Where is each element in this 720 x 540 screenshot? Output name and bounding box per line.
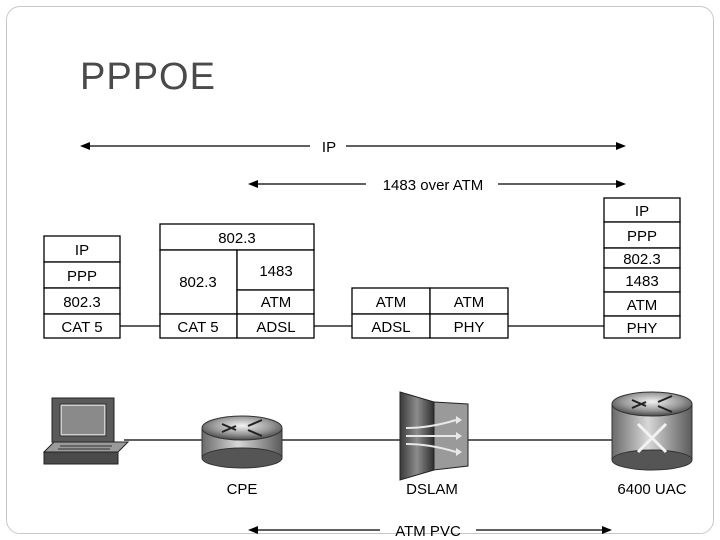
stack-layer bbox=[351, 313, 431, 339]
cpe-layer-8023-top: 802.3 bbox=[218, 230, 256, 247]
uac-protocol-stack: IP PPP 802.3 1483 ATM PHY bbox=[603, 197, 681, 339]
stack-layer bbox=[43, 235, 121, 263]
uac-layer-phy: PHY bbox=[627, 320, 658, 337]
dslam-layer-phy: PHY bbox=[454, 319, 485, 336]
stack-layer bbox=[603, 221, 681, 249]
cpe-layer-1483: 1483 bbox=[259, 263, 292, 280]
cpe-device-label: CPE bbox=[227, 481, 258, 498]
uac-layer-atm: ATM bbox=[627, 297, 658, 314]
stack-layer bbox=[43, 313, 121, 339]
stack-layer bbox=[159, 223, 315, 251]
uac-layer-ppp: PPP bbox=[627, 228, 657, 245]
dslam-layer-atm-right: ATM bbox=[454, 294, 485, 311]
atm-pvc-label: ATM PVC bbox=[395, 523, 461, 540]
pc-layer-8023: 802.3 bbox=[63, 294, 101, 311]
pc-protocol-stack: IP PPP 802.3 CAT 5 bbox=[43, 235, 121, 339]
dslam-protocol-stack: ATM ATM ADSL PHY bbox=[351, 287, 509, 339]
dslam-layer-atm-left: ATM bbox=[376, 294, 407, 311]
uac-layer-1483: 1483 bbox=[625, 273, 658, 290]
cpe-protocol-stack: 802.3 802.3 1483 ATM CAT 5 ADSL bbox=[159, 223, 315, 339]
rfc1483-span-arrow: 1483 over ATM bbox=[248, 177, 626, 194]
stack-layer bbox=[603, 315, 681, 339]
uac-router-icon: 6400 UAC bbox=[611, 391, 693, 498]
stack-layer bbox=[603, 197, 681, 223]
uac-device-label: 6400 UAC bbox=[617, 481, 686, 498]
pc-layer-cat5: CAT 5 bbox=[61, 319, 102, 336]
stack-layer bbox=[236, 249, 315, 291]
dslam-layer-adsl: ADSL bbox=[371, 319, 410, 336]
dslam-device-label: DSLAM bbox=[406, 481, 458, 498]
uac-layer-ip: IP bbox=[635, 203, 649, 220]
pc-computer-icon bbox=[42, 397, 130, 465]
ip-span-label: IP bbox=[322, 139, 336, 156]
cpe-layer-adsl: ADSL bbox=[256, 319, 295, 336]
pc-layer-ip: IP bbox=[75, 242, 89, 259]
cpe-layer-cat5: CAT 5 bbox=[177, 319, 218, 336]
cpe-router-icon: CPE bbox=[201, 415, 283, 498]
stack-layer bbox=[429, 313, 509, 339]
slide-frame bbox=[6, 6, 714, 534]
uac-layer-8023: 802.3 bbox=[623, 251, 661, 268]
stack-layer bbox=[43, 261, 121, 289]
pc-layer-ppp: PPP bbox=[67, 268, 97, 285]
cpe-layer-8023: 802.3 bbox=[179, 274, 217, 291]
stack-layer bbox=[236, 313, 315, 339]
cpe-layer-atm: ATM bbox=[261, 294, 292, 311]
rfc1483-span-label: 1483 over ATM bbox=[383, 177, 484, 194]
stack-layer bbox=[603, 267, 681, 293]
ip-span-arrow: IP bbox=[80, 139, 626, 156]
slide-title: PPPOE bbox=[80, 56, 216, 98]
dslam-device-icon: DSLAM bbox=[399, 391, 469, 498]
atm-pvc-span-arrow: ATM PVC bbox=[248, 523, 612, 540]
